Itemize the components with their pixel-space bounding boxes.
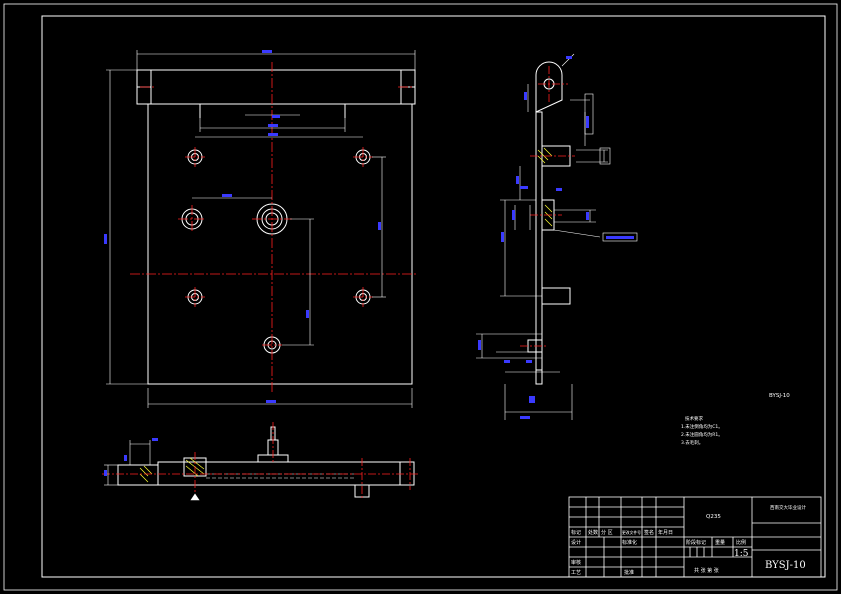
notes-item-3: 3.去毛刺。 xyxy=(681,439,703,446)
tb-drawing-number: BYSJ-10 xyxy=(765,560,806,571)
hatch xyxy=(139,457,205,483)
tb-label-date: 年月日 xyxy=(658,529,673,536)
tb-review-label: 审核 xyxy=(571,559,581,566)
tb-stage-label: 阶段标记 xyxy=(686,539,706,546)
tb-label-zone: 分 区 xyxy=(601,529,613,536)
tb-material: Q235 xyxy=(706,514,721,520)
tb-scale-label: 比例 xyxy=(736,539,746,546)
tolerance-frames xyxy=(584,93,638,242)
bottom-view xyxy=(102,422,420,501)
technical-notes: 技术要求 1.未注倒角均为C1。 2.未注圆角均为R1。 3.去毛刺。 xyxy=(681,415,723,446)
tb-label-sign: 签名 xyxy=(644,529,654,536)
notes-item-1: 1.未注倒角均为C1。 xyxy=(681,423,723,430)
side-view xyxy=(476,53,638,420)
title-block: 标记 处数 分 区 更改文件号 签名 年月日 设计 标准化 审核 工艺 批准 阶… xyxy=(568,496,822,578)
tb-craft-label: 工艺 xyxy=(571,570,581,576)
front-dimension-values xyxy=(104,50,381,403)
tb-school: 西南交大毕业设计 xyxy=(770,504,806,511)
tb-design-label: 设计 xyxy=(571,539,581,546)
side-drawing-label: BYSJ-10 xyxy=(769,393,790,399)
tb-label-change-doc: 更改文件号 xyxy=(622,530,641,535)
tb-std-label: 标准化 xyxy=(622,539,637,546)
front-view xyxy=(104,50,418,408)
tb-label-mark: 标记 xyxy=(571,529,581,536)
tb-weight-label: 重量 xyxy=(715,539,725,546)
notes-title: 技术要求 xyxy=(685,415,703,422)
tb-approve-label: 批准 xyxy=(624,569,634,576)
notes-item-2: 2.未注圆角均为R1。 xyxy=(681,431,723,438)
drawing-frame xyxy=(3,3,838,591)
tb-sheet-label: 共 张 第 张 xyxy=(694,567,719,574)
tb-scale-value: 1:5 xyxy=(734,549,749,559)
tb-label-count: 处数 xyxy=(588,529,598,536)
